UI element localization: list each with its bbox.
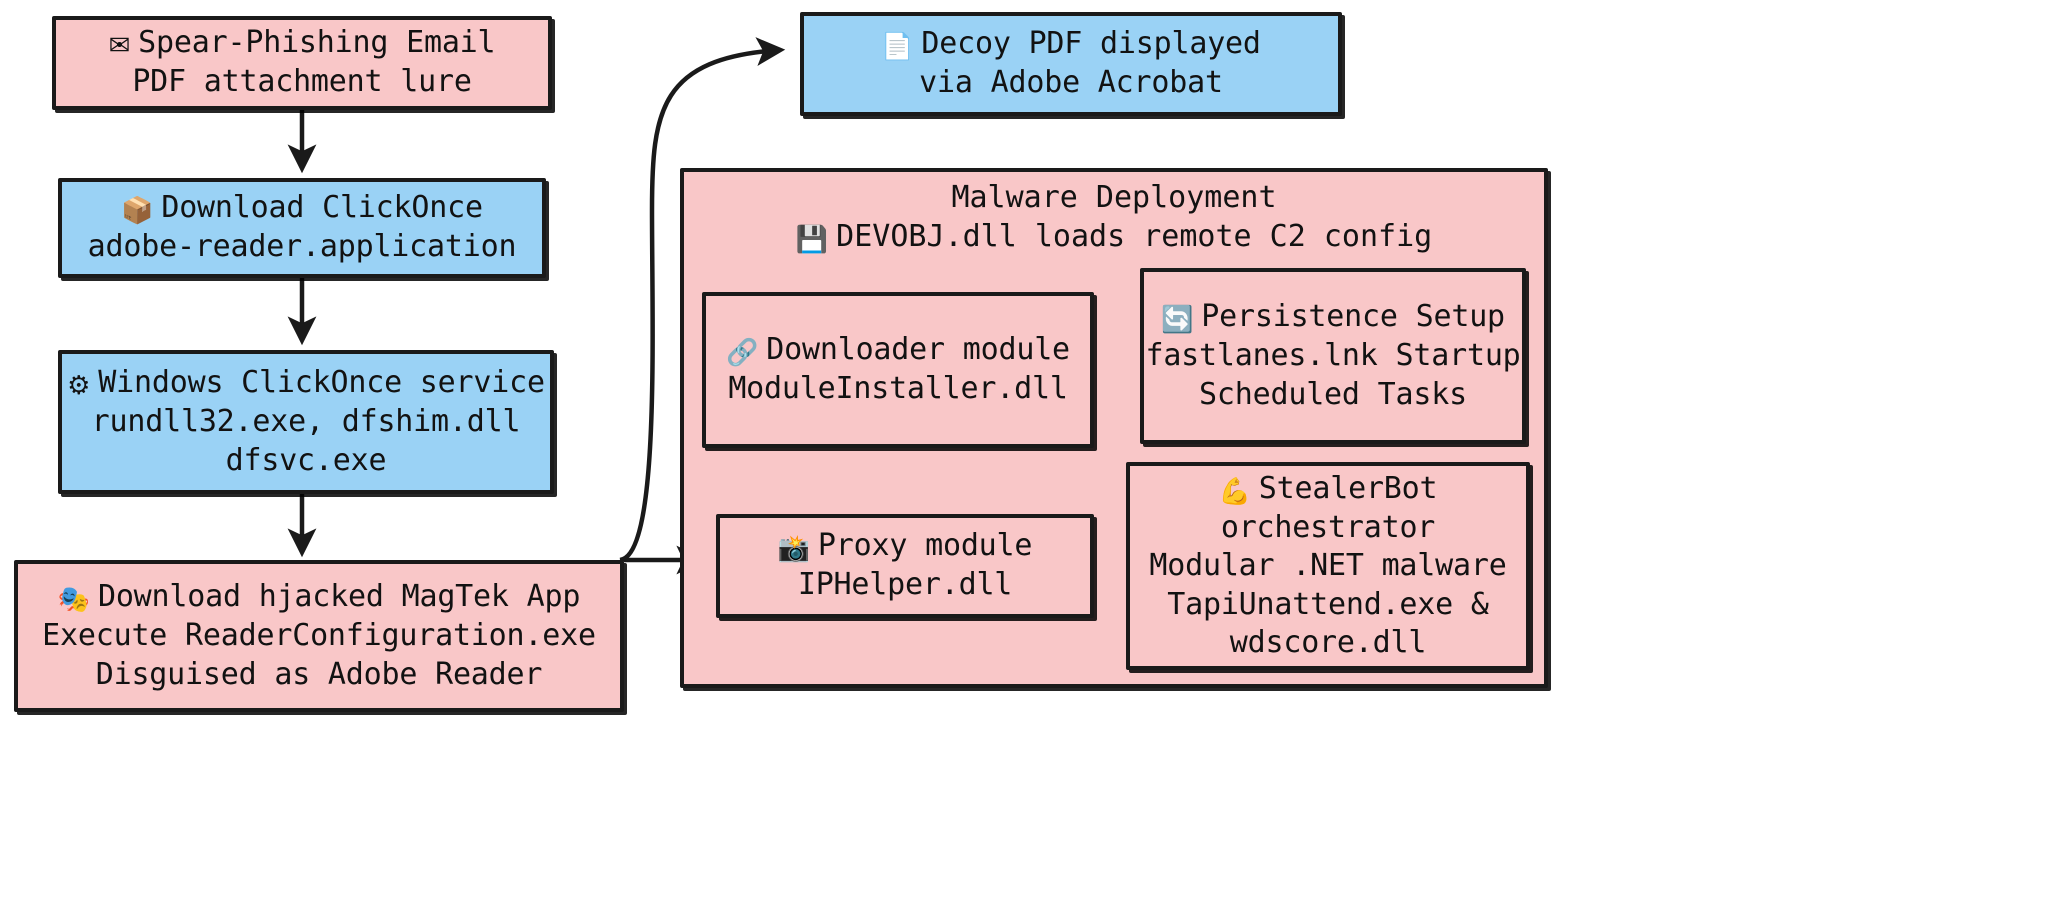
node-line: dfsvc.exe xyxy=(225,442,387,478)
node-line: ⚙Windows ClickOnce service xyxy=(67,364,545,403)
performing-arts-masks-icon: 🎭 xyxy=(57,584,90,615)
node-line: orchestrator xyxy=(1220,509,1436,545)
node-decoy-pdf[interactable]: 📄Decoy PDF displayed via Adobe Acrobat xyxy=(800,12,1342,116)
cluster-subtitle-text: DEVOBJ.dll loads remote C2 config xyxy=(836,219,1433,254)
floppy-disk-icon: 💾 xyxy=(795,225,829,255)
node-windows-clickonce-service[interactable]: ⚙Windows ClickOnce service rundll32.exe,… xyxy=(58,350,554,494)
node-line: Scheduled Tasks xyxy=(1199,376,1467,412)
node-text: Spear-Phishing Email xyxy=(138,25,496,61)
node-line: adobe-reader.application xyxy=(87,229,517,265)
cluster-title-malware-deployment: Malware Deployment 💾DEVOBJ.dll loads rem… xyxy=(680,178,1548,258)
node-text: Download hjacked MagTek App xyxy=(97,578,581,614)
camera-flash-icon: 📸 xyxy=(777,534,810,565)
node-line: via Adobe Acrobat xyxy=(919,65,1223,101)
node-line: 📄Decoy PDF displayed xyxy=(881,25,1261,64)
node-line: TapiUnattend.exe & xyxy=(1167,586,1489,622)
node-line: 🔗Downloader module xyxy=(726,331,1070,370)
link-icon: 🔗 xyxy=(726,338,759,369)
node-text: StealerBot xyxy=(1258,470,1438,506)
document-icon: 📄 xyxy=(881,32,914,63)
node-text: Proxy module xyxy=(817,528,1033,564)
node-download-hijacked-magtek[interactable]: 🎭Download hjacked MagTek App Execute Rea… xyxy=(14,560,624,712)
node-line: ✉Spear-Phishing Email xyxy=(109,24,496,63)
node-text: Windows ClickOnce service xyxy=(98,364,545,400)
node-line: fastlanes.lnk Startup xyxy=(1145,338,1521,374)
node-line: Disguised as Adobe Reader xyxy=(95,656,543,692)
node-spear-phishing-email[interactable]: ✉Spear-Phishing Email PDF attachment lur… xyxy=(52,16,552,110)
node-downloader-module[interactable]: 🔗Downloader module ModuleInstaller.dll xyxy=(702,292,1094,448)
node-line: PDF attachment lure xyxy=(132,64,472,100)
node-line: rundll32.exe, dfshim.dll xyxy=(91,404,521,440)
cluster-title-line: Malware Deployment xyxy=(951,180,1277,215)
node-text: Download ClickOnce xyxy=(161,190,483,226)
node-text: Persistence Setup xyxy=(1201,298,1505,334)
node-line: 🔄Persistence Setup xyxy=(1161,298,1505,337)
node-text: Decoy PDF displayed xyxy=(921,26,1261,62)
node-proxy-module[interactable]: 📸Proxy module IPHelper.dll xyxy=(716,514,1094,618)
node-stealerbot-orchestrator[interactable]: 💪StealerBot orchestrator Modular .NET ma… xyxy=(1126,462,1530,670)
node-line: wdscore.dll xyxy=(1229,625,1427,661)
node-line: 📸Proxy module xyxy=(778,527,1033,566)
node-line: 💪StealerBot xyxy=(1219,470,1438,509)
node-line: Execute ReaderConfiguration.exe xyxy=(42,618,596,654)
node-line: ModuleInstaller.dll xyxy=(728,371,1068,407)
node-line: 🎭Download hjacked MagTek App xyxy=(57,578,581,617)
flexed-bicep-icon: 💪 xyxy=(1218,476,1251,507)
node-line: 📦Download ClickOnce xyxy=(121,189,483,228)
email-icon: ✉ xyxy=(108,31,131,62)
cluster-title-line: 💾DEVOBJ.dll loads remote C2 config xyxy=(680,217,1548,258)
gear-icon: ⚙ xyxy=(67,370,91,401)
refresh-sync-icon: 🔄 xyxy=(1161,304,1194,335)
node-download-clickonce[interactable]: 📦Download ClickOnce adobe-reader.applica… xyxy=(58,178,546,278)
node-text: Downloader module xyxy=(766,332,1070,368)
node-line: Modular .NET malware xyxy=(1149,548,1507,584)
node-persistence-setup[interactable]: 🔄Persistence Setup fastlanes.lnk Startup… xyxy=(1140,268,1526,444)
node-line: IPHelper.dll xyxy=(797,567,1013,603)
package-icon: 📦 xyxy=(121,196,154,227)
